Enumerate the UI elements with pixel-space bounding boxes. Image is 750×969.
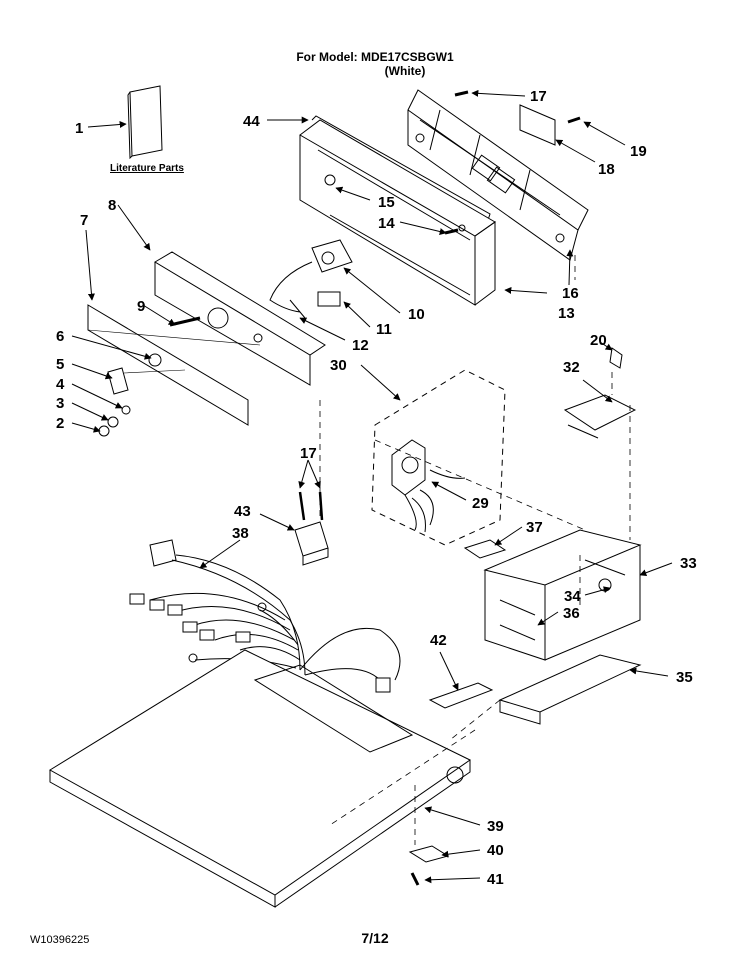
part-label-16[interactable]: 16 [562, 285, 579, 302]
part-number-labels: 1 2 3 4 5 6 7 8 9 10 11 12 13 14 15 16 1… [56, 88, 697, 888]
part-label-43[interactable]: 43 [234, 503, 251, 520]
part-label-38[interactable]: 38 [232, 525, 249, 542]
part-label-5[interactable]: 5 [56, 356, 64, 373]
model-title: For Model: MDE17CSBGW1 [296, 50, 454, 64]
part-label-17-top[interactable]: 17 [530, 88, 547, 105]
console-overlay [87, 304, 249, 426]
push-switch [317, 291, 341, 307]
harness-strip [428, 682, 494, 709]
console-screw [444, 228, 459, 235]
part-label-4[interactable]: 4 [56, 376, 65, 393]
part-label-35[interactable]: 35 [676, 669, 693, 686]
part-label-1[interactable]: 1 [75, 120, 83, 137]
thermostat-assembly [391, 439, 466, 533]
panel-screw [169, 316, 201, 327]
part-label-33[interactable]: 33 [680, 555, 697, 572]
control-panel [154, 251, 326, 386]
part-label-42[interactable]: 42 [430, 632, 447, 649]
rear-panel-bracket [407, 89, 589, 261]
thermostat-kit-outline [371, 369, 506, 546]
timer [311, 239, 353, 273]
part-label-10[interactable]: 10 [408, 306, 425, 323]
power-terminal-block [294, 521, 329, 566]
part-label-34[interactable]: 34 [564, 588, 581, 605]
callout-leaders [71, 89, 673, 884]
part-label-29[interactable]: 29 [472, 495, 489, 512]
bracket-screw [410, 872, 420, 886]
base-plate [498, 654, 642, 713]
terminal-plug [609, 347, 623, 369]
control-rod [311, 115, 491, 221]
bracket-side-screw [567, 116, 581, 124]
part-label-6[interactable]: 6 [56, 328, 64, 345]
part-label-19[interactable]: 19 [630, 143, 647, 160]
part-label-41[interactable]: 41 [487, 871, 504, 888]
terminal-cover [563, 394, 637, 431]
part-label-9[interactable]: 9 [137, 298, 145, 315]
part-label-36[interactable]: 36 [563, 605, 580, 622]
part-label-39[interactable]: 39 [487, 818, 504, 835]
part-label-15[interactable]: 15 [378, 194, 395, 211]
mounting-screws [298, 491, 324, 521]
main-wire-harness [129, 539, 401, 693]
part-label-3[interactable]: 3 [56, 395, 64, 412]
part-label-40[interactable]: 40 [487, 842, 504, 859]
document-id: W10396225 [30, 934, 90, 946]
nut [98, 425, 110, 437]
part-label-18[interactable]: 18 [598, 161, 615, 178]
knob-clip [148, 353, 162, 367]
part-label-17-bottom[interactable]: 17 [300, 445, 317, 462]
part-label-11[interactable]: 11 [376, 321, 392, 338]
part-label-13[interactable]: 13 [558, 305, 575, 322]
part-label-14[interactable]: 14 [378, 215, 395, 232]
assembly-guide-lines [319, 255, 631, 845]
part-label-7[interactable]: 7 [80, 212, 88, 229]
part-label-20[interactable]: 20 [590, 332, 607, 349]
terminal-block-housing [483, 529, 642, 661]
part-label-32[interactable]: 32 [563, 359, 580, 376]
dryer-top-panel [49, 649, 471, 908]
bracket-top-screw [454, 90, 469, 97]
model-color: (White) [384, 64, 426, 78]
part-label-30[interactable]: 30 [330, 357, 347, 374]
timer-knob [107, 367, 129, 395]
part-label-37[interactable]: 37 [526, 519, 543, 536]
part-label-2[interactable]: 2 [56, 415, 64, 432]
knob-screw [121, 405, 131, 415]
control-console [299, 119, 496, 306]
part-label-44[interactable]: 44 [243, 113, 260, 130]
switch-harness [269, 261, 313, 319]
small-bracket [519, 104, 556, 146]
washer [107, 416, 119, 428]
part-label-8[interactable]: 8 [108, 197, 116, 214]
literature-booklet [127, 85, 163, 160]
part-label-12[interactable]: 12 [352, 337, 369, 354]
hinge-bracket [408, 845, 450, 863]
page-number: 7/12 [361, 930, 389, 946]
literature-parts-label: Literature Parts [110, 163, 184, 174]
